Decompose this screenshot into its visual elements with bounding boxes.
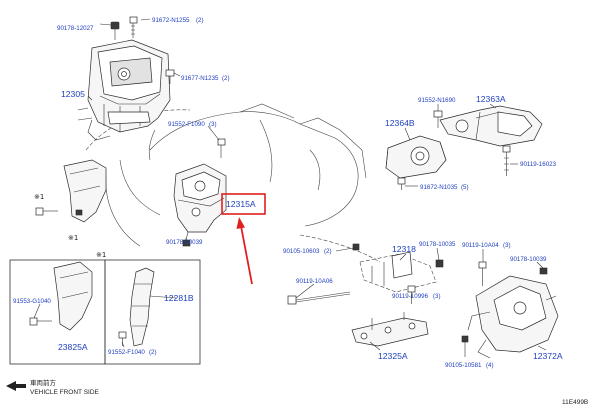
- note-mark-box: ※1: [96, 251, 106, 259]
- label-90105-10603: 90105-10603: [283, 248, 320, 255]
- part-12318-bracket: [359, 251, 437, 293]
- bolt-left-icon: [35, 207, 58, 216]
- nut-90105-10603-icon: [352, 243, 360, 251]
- nut-90178-10039-b-icon: [539, 267, 548, 275]
- label-90178-12027: 90178-12027: [57, 25, 94, 32]
- label-23825A: 23825A: [58, 342, 88, 352]
- label-90178-10039-a: 90178-10039: [166, 239, 203, 246]
- label-12305: 12305: [61, 89, 85, 99]
- bolt-91672-N1035-icon: [397, 177, 406, 190]
- label-90119-16023: 90119-16023: [520, 161, 557, 168]
- label-91552-F1040: 91552-F1040: [108, 349, 145, 356]
- part-12281B-bracket: [129, 267, 155, 347]
- label-12364B: 12364B: [385, 118, 415, 128]
- label-90119-10996: 90119-10996: [392, 293, 429, 300]
- part-12364B-mount: [385, 135, 447, 179]
- nut-90105-10581-icon: [461, 335, 469, 343]
- label-91672-N1255: 91672-N1255: [152, 17, 190, 24]
- nut-90178-10035-icon: [435, 259, 444, 268]
- label-91552-F1040-qty: (2): [149, 349, 157, 356]
- label-12325A: 12325A: [378, 351, 408, 361]
- label-12363A: 12363A: [476, 94, 506, 104]
- part-23825A-bracket: [53, 261, 93, 331]
- part-12315A-bracket: [173, 163, 227, 241]
- bolt-90178-12027-icon: [110, 21, 120, 40]
- label-90119-10A06: 90119-10A06: [296, 278, 333, 285]
- part-12372A-mount: [467, 275, 559, 359]
- part-12305-upper-mount: [77, 39, 171, 141]
- note-mark-1: ※1: [34, 193, 44, 201]
- bolt-90119-10996-icon: [407, 285, 416, 304]
- label-91672-N1035-qty: (5): [461, 184, 469, 191]
- left-bracket-part: [63, 159, 107, 223]
- label-91553-G1040: 91553-G1040: [13, 298, 51, 305]
- label-12315A: 12315A: [226, 199, 256, 209]
- label-90105-10603-qty: (2): [324, 248, 332, 255]
- label-91552-N1690: 91552-N1690: [418, 97, 456, 104]
- label-12318: 12318: [392, 244, 416, 254]
- label-90119-10A04-qty: (3): [503, 242, 511, 249]
- label-91552-F1090-qty: (3): [209, 121, 217, 128]
- label-91677-N1235: 91677-N1235: [181, 75, 219, 82]
- nut-90178-10039-a-icon: [182, 239, 191, 247]
- label-12281B: 12281B: [164, 293, 194, 303]
- label-90119-10996-qty: (3): [433, 293, 441, 300]
- front-label-en: VEHICLE FRONT SIDE: [30, 389, 100, 396]
- front-label-jp: 車両前方: [30, 378, 57, 387]
- label-90105-10581-qty: (4): [486, 362, 494, 369]
- label-91677-N1235-qty: (2): [222, 75, 230, 82]
- part-12363A-mount: [439, 105, 543, 147]
- highlight-arrow: [236, 217, 253, 285]
- label-91672-N1255-qty: (2): [196, 17, 204, 24]
- bolt-91553-G1040-icon: [29, 317, 52, 326]
- highlight-box-12315A: [221, 193, 266, 215]
- bolt-91552-F1040-icon: [118, 331, 127, 346]
- inset-box-right: [104, 259, 201, 365]
- figure-id: 11E499B: [562, 399, 588, 406]
- bolt-91672-N1255-icon: [129, 16, 138, 38]
- label-90178-10039-b: 90178-10039: [510, 256, 547, 263]
- bolt-90119-16023-icon: [502, 145, 511, 176]
- bolt-90119-10A06-icon: [287, 291, 351, 305]
- part-12325A-support: [351, 312, 429, 347]
- label-91552-F1090: 91552-F1090: [168, 121, 205, 128]
- bolt-90119-10A04-icon: [478, 261, 487, 286]
- leader-lines: [33, 18, 547, 357]
- label-91672-N1035: 91672-N1035: [420, 184, 458, 191]
- label-90178-10035: 90178-10035: [419, 241, 456, 248]
- bolt-91552-F1090-icon: [217, 138, 226, 158]
- arrow-left-icon: [6, 381, 26, 391]
- note-mark-2: ※1: [68, 234, 78, 242]
- label-90105-10581: 90105-10581: [445, 362, 482, 369]
- label-12372A: 12372A: [533, 351, 563, 361]
- label-90119-10A04: 90119-10A04: [462, 242, 499, 249]
